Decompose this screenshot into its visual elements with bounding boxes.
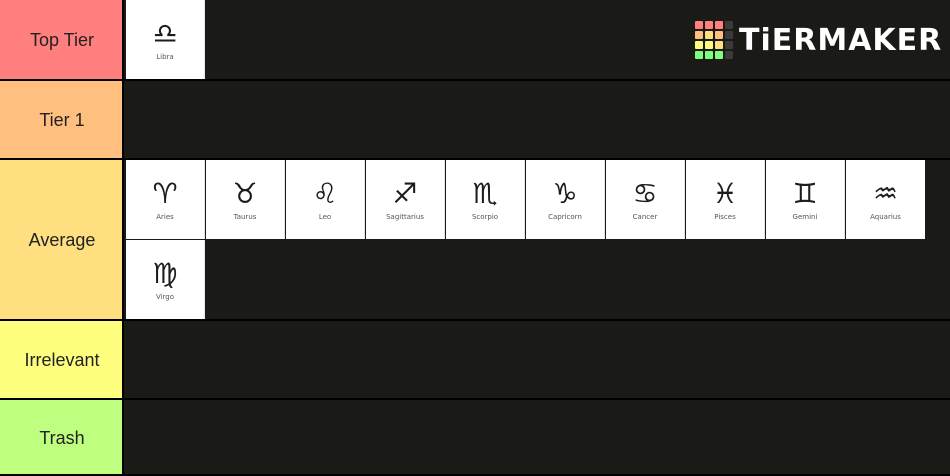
tier-item-taurus[interactable]: ♉ Taurus <box>206 160 285 239</box>
tier-item-virgo[interactable]: ♍ Virgo <box>126 240 205 319</box>
tier-item-aries[interactable]: ♈ Aries <box>126 160 205 239</box>
tier-label-trash[interactable]: Trash <box>0 400 124 476</box>
capricorn-icon: ♑ <box>552 176 578 210</box>
tier-item-caption: Cancer <box>632 212 658 221</box>
logo-grid-cell <box>705 21 713 29</box>
virgo-icon: ♍ <box>152 256 178 290</box>
logo-grid-cell <box>695 41 703 49</box>
tier-item-sagittarius[interactable]: ♐ Sagittarius <box>366 160 445 239</box>
tier-item-leo[interactable]: ♌ Leo <box>286 160 365 239</box>
tier-item-caption: Pisces <box>714 212 736 221</box>
tier-item-caption: Aquarius <box>870 212 901 221</box>
tier-item-caption: Leo <box>318 212 332 221</box>
pisces-icon: ♓ <box>712 176 738 210</box>
tier-label-text: Irrelevant <box>24 350 100 370</box>
tier-item-pisces[interactable]: ♓ Pisces <box>686 160 765 239</box>
aquarius-icon: ♒ <box>872 176 899 210</box>
tier-item-caption: Aries <box>156 212 174 221</box>
tier-item-caption: Gemini <box>792 212 818 221</box>
logo-grid-cell <box>705 31 713 39</box>
leo-icon: ♌ <box>312 176 338 210</box>
tier-label-text: Trash <box>39 427 85 448</box>
tier-row-trash: Trash <box>0 400 950 476</box>
logo-grid-cell <box>705 51 713 59</box>
tier-item-caption: Taurus <box>233 212 257 221</box>
tier-items-trash[interactable] <box>126 400 950 474</box>
tier-item-caption: Libra <box>156 52 174 61</box>
tier-items-irrelevant[interactable] <box>126 321 950 398</box>
tier-items-average[interactable]: ♈ Aries ♉ Taurus ♌ Leo ♐ Sagittarius ♏ Scorpio ♑ Ca… <box>126 160 950 319</box>
logo-grid-cell <box>715 51 723 59</box>
logo-grid-cell <box>695 51 703 59</box>
libra-icon: ♎ <box>152 16 178 50</box>
tier-item-scorpio[interactable]: ♏ Scorpio <box>446 160 525 239</box>
tier-label-tier-1[interactable]: Tier 1 <box>0 81 124 160</box>
scorpio-icon: ♏ <box>472 176 498 210</box>
tier-items-tier-1[interactable] <box>126 81 950 158</box>
tier-item-aquarius[interactable]: ♒ Aquarius <box>846 160 925 239</box>
logo-grid-cell <box>715 21 723 29</box>
cancer-icon: ♋ <box>632 176 658 210</box>
tier-row-average: Average ♈ Aries ♉ Taurus ♌ Leo ♐ Sagittarius ♏ Sc… <box>0 160 950 321</box>
logo-grid-cell <box>725 31 733 39</box>
logo-grid-cell <box>695 21 703 29</box>
tier-row-tier-1: Tier 1 <box>0 81 950 160</box>
logo-grid-cell <box>705 41 713 49</box>
tier-item-capricorn[interactable]: ♑ Capricorn <box>526 160 605 239</box>
tier-label-text: Top Tier <box>29 30 95 50</box>
logo-grid-icon <box>695 21 733 59</box>
tier-item-caption: Capricorn <box>548 212 582 221</box>
tier-item-caption: Sagittarius <box>386 212 424 221</box>
tiermaker-logo: TiERMAKER <box>695 20 941 60</box>
logo-grid-cell <box>725 21 733 29</box>
taurus-icon: ♉ <box>232 176 258 210</box>
tier-label-irrelevant[interactable]: Irrelevant <box>0 321 124 400</box>
tier-item-libra[interactable]: ♎ Libra <box>126 0 205 79</box>
sagittarius-icon: ♐ <box>392 176 418 210</box>
tier-label-average[interactable]: Average <box>0 160 124 321</box>
tier-item-caption: Virgo <box>155 292 175 301</box>
tier-row-irrelevant: Irrelevant <box>0 321 950 400</box>
logo-grid-cell <box>715 31 723 39</box>
tier-row-top-tier: Top Tier ♎ Libra <box>0 0 950 81</box>
tier-label-text: Tier 1 <box>39 110 85 130</box>
tier-label-top-tier[interactable]: Top Tier <box>0 0 124 81</box>
logo-grid-cell <box>715 41 723 49</box>
logo-grid-cell <box>725 51 733 59</box>
tier-item-cancer[interactable]: ♋ Cancer <box>606 160 685 239</box>
tier-label-text: Average <box>28 230 96 250</box>
tier-items-top-tier[interactable]: ♎ Libra <box>126 0 950 79</box>
aries-icon: ♈ <box>152 176 178 210</box>
logo-grid-cell <box>725 41 733 49</box>
tier-item-gemini[interactable]: ♊ Gemini <box>766 160 845 239</box>
gemini-icon: ♊ <box>792 176 818 210</box>
tier-item-caption: Scorpio <box>471 212 499 221</box>
logo-grid-cell <box>695 31 703 39</box>
logo-text: TiERMAKER <box>739 22 943 58</box>
